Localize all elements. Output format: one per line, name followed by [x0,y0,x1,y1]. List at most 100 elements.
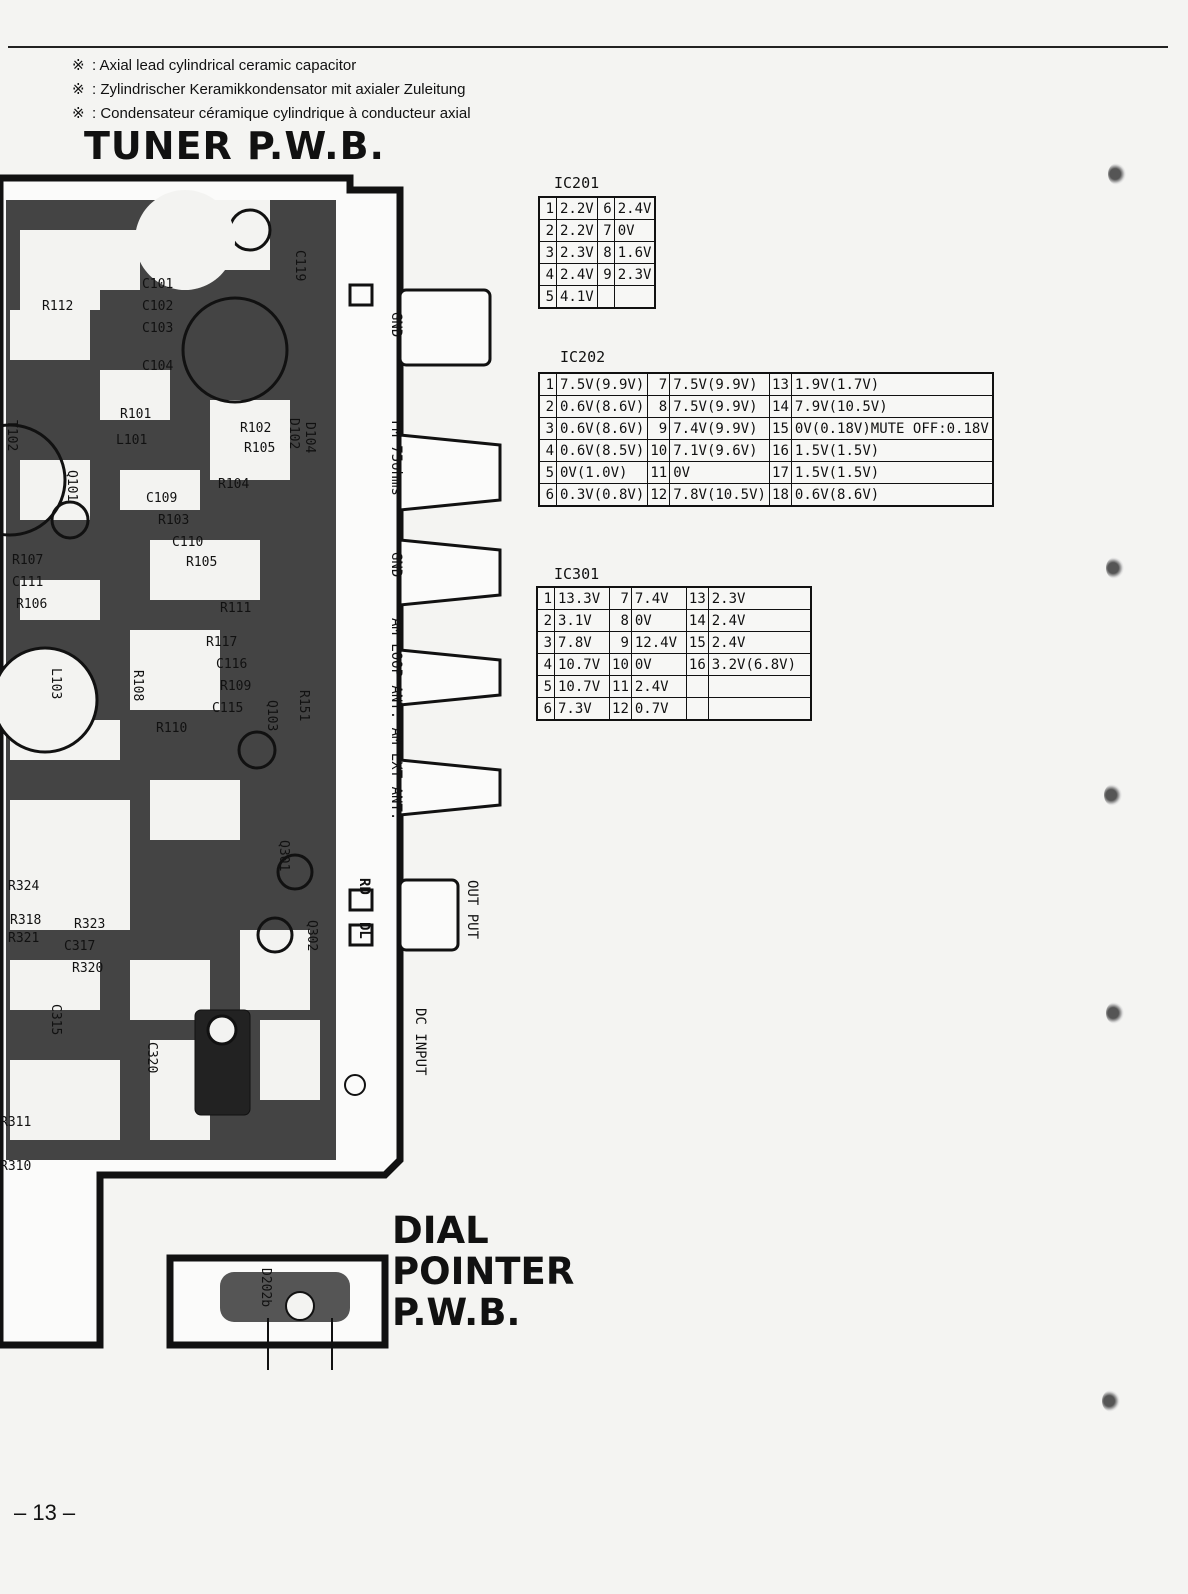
pin-voltage: 0.6V(8.6V) [790,483,994,507]
dial-pointer-title: DIAL POINTER P.W.B. [392,1209,575,1334]
pin-voltage: 0V [630,653,687,676]
tuner-pwb-title: TUNER P.W.B. [84,124,385,168]
svg-text:T102: T102 [4,420,19,451]
pin-voltage: 12.4V [630,631,687,654]
svg-text:C110: C110 [172,535,203,550]
pin-number: 4 [538,263,557,286]
pin-number: 4 [536,653,555,676]
pin-voltage: 2.4V [613,196,656,220]
svg-text:R324: R324 [8,879,39,894]
pin-number [596,285,615,309]
connector-dc-input: DC INPUT [412,1008,428,1076]
pin-voltage: 10.7V [553,675,611,698]
pin-voltage: 1.9V(1.7V) [790,372,994,396]
pin-number: 13 [685,586,709,610]
pin-voltage: 0V [613,219,656,242]
svg-text:C104: C104 [142,359,173,374]
svg-text:L103: L103 [48,668,63,699]
pin-voltage: 0V [630,609,687,632]
svg-text:R318: R318 [10,913,41,928]
ic201-label: IC201 [554,174,600,192]
pin-number: 15 [685,631,709,654]
pin-number: 10 [609,653,632,676]
svg-text:C315: C315 [48,1004,63,1035]
pin-number: 12 [647,483,671,507]
svg-text:R112: R112 [42,299,73,314]
pin-number: 8 [609,609,632,632]
svg-text:C317: C317 [64,939,95,954]
pin-voltage: 2.2V [556,219,598,242]
pin-number: 8 [596,241,615,264]
pin-voltage: 0.6V(8.6V) [555,417,649,440]
pin-number: 16 [685,653,709,676]
pin-voltage: 4.1V [556,285,598,309]
pin-voltage [613,285,656,309]
pin-number: 14 [769,395,792,418]
pin-number: 1 [538,196,557,220]
pin-number: 10 [647,439,671,462]
pin-voltage: 1.6V [613,241,656,264]
svg-text:R109: R109 [220,679,251,694]
pin-voltage: 13.3V [553,586,611,610]
svg-text:R105: R105 [186,555,217,570]
pin-number: 9 [647,417,671,440]
pin-number: 2 [538,395,557,418]
ic301-label: IC301 [554,565,600,583]
pin-voltage: 0.7V [630,697,687,721]
pin-voltage: 0.6V(8.6V) [555,395,649,418]
pin-number: 12 [609,697,632,721]
svg-text:R102: R102 [240,421,271,436]
page-number: – 13 – [14,1500,76,1525]
svg-text:R321: R321 [8,931,39,946]
pin-voltage: 7.8V(10.5V) [669,483,771,507]
svg-text:C102: C102 [142,299,173,314]
svg-text:D202b: D202b [258,1268,273,1307]
pin-voltage: 2.4V [556,263,598,286]
pin-number: 1 [538,372,557,396]
binder-hole [1104,784,1122,806]
pin-number: 8 [647,395,671,418]
binder-hole [1108,163,1126,185]
binder-hole [1106,557,1124,579]
pin-number: 11 [647,461,671,484]
svg-text:R108: R108 [130,670,145,701]
pin-number: 3 [538,241,557,264]
pin-number: 18 [769,483,792,507]
svg-text:C119: C119 [292,250,307,281]
svg-text:R320: R320 [72,961,103,976]
pin-number [685,675,709,698]
connector-gnd-1: GND [388,312,404,338]
pin-voltage: 7.4V [630,586,687,610]
pin-voltage [707,675,812,698]
pin-voltage: 7.5V(9.9V) [669,395,771,418]
pin-number: 3 [536,631,555,654]
connector-fm-75ohms: FM 75ohms [388,420,404,496]
note-en: ※: Axial lead cylindrical ceramic capaci… [72,57,357,74]
svg-text:Q101: Q101 [64,470,79,501]
binder-hole [1102,1390,1120,1412]
pin-voltage: 1.5V(1.5V) [790,439,994,462]
pin-number: 17 [769,461,792,484]
pin-number: 16 [769,439,792,462]
pin-voltage: 0.6V(8.5V) [555,439,649,462]
pin-voltage: 2.4V [707,609,812,632]
pin-voltage: 7.4V(9.9V) [669,417,771,440]
pin-voltage: 0V(0.18V)MUTE OFF:0.18V [790,417,994,440]
pin-number: 2 [538,219,557,242]
pin-voltage: 2.3V [556,241,598,264]
pin-number: 6 [596,196,615,220]
svg-text:C116: C116 [216,657,247,672]
note-fr: ※: Condensateur céramique cylindrique à … [72,105,471,122]
pin-voltage: 0.3V(0.8V) [555,483,649,507]
